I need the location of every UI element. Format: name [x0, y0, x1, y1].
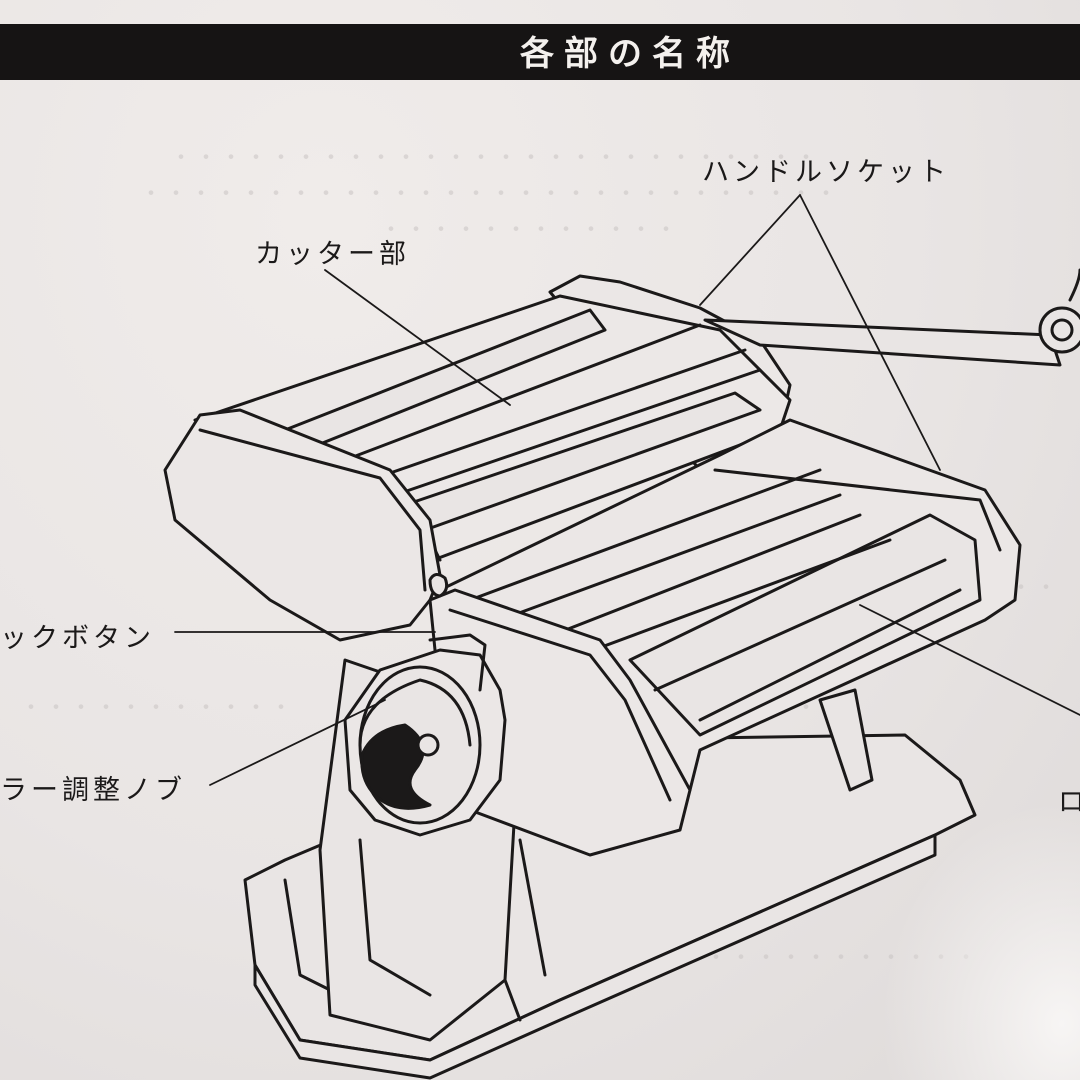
bleed-through-line: ・・・・・・・・・・・・・・・・・・・・・・・・・・ [170, 146, 821, 171]
label-lock-button: ックボタン [0, 623, 155, 654]
bleed-through-line: ・・・・・・・・・・・ [20, 696, 296, 721]
label-roller-knob: ラー調整ノブ [0, 775, 186, 806]
lock-button [428, 573, 449, 598]
leader-roller [859, 604, 1080, 716]
leader-roller-knob [209, 699, 386, 786]
light-glare [880, 800, 1080, 1080]
label-handle-socket: ハンドルソケット [702, 157, 950, 188]
stand-right [818, 688, 874, 792]
leader-cutter [324, 269, 511, 406]
label-cutter: カッター部 [255, 239, 410, 270]
main-roller [628, 513, 982, 737]
knob-dial-dark [360, 723, 432, 810]
crank-shaft [703, 318, 1062, 367]
leader-handle-socket-b [799, 194, 941, 471]
bleed-through-line: ・・・・・・・・・・・・・・・・・・・・・・・・・・・・ [140, 182, 841, 207]
page-title: 各部の名称 [520, 34, 740, 74]
leader-handle-socket-a [699, 194, 801, 306]
bleed-through-line: ・・・・・・・・・・・・ [380, 218, 681, 243]
header-bar [0, 24, 1080, 80]
